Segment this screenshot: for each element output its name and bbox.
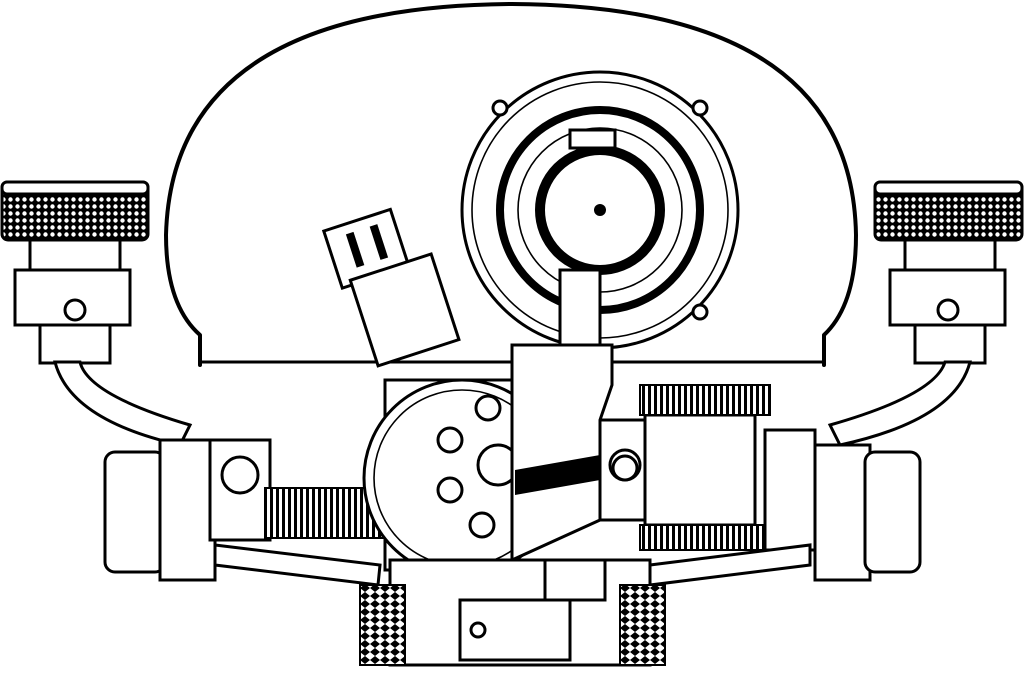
right-carburetor xyxy=(888,238,1007,365)
left-cylinder-bank xyxy=(103,438,386,587)
crankcase xyxy=(359,558,666,667)
right-air-filter xyxy=(873,180,1024,242)
right-intake-pipe xyxy=(827,360,972,447)
left-intake-pipe xyxy=(53,360,193,447)
fan-shroud xyxy=(164,2,858,367)
generator xyxy=(460,70,740,362)
distributor xyxy=(321,207,461,368)
left-air-filter xyxy=(0,180,150,242)
left-carburetor xyxy=(13,238,132,365)
